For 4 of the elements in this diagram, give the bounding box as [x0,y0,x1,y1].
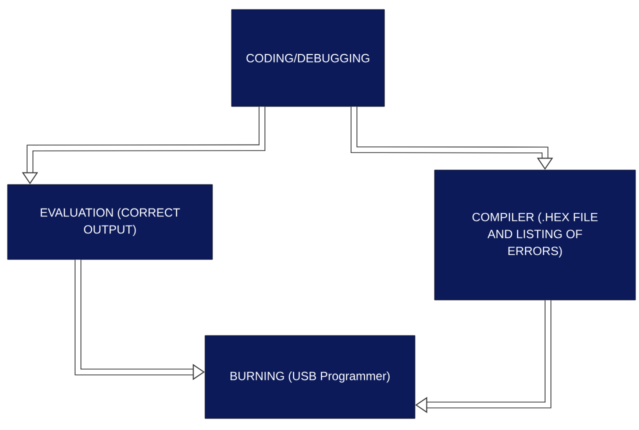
process-box: BURNING (USB Programmer) [204,335,416,419]
process-box: EVALUATION (CORRECT OUTPUT) [7,184,213,260]
process-box: CODING/DEBUGGING [231,9,385,107]
process-box: COMPILER (.HEX FILE AND LISTING OF ERRORS) [434,170,636,300]
